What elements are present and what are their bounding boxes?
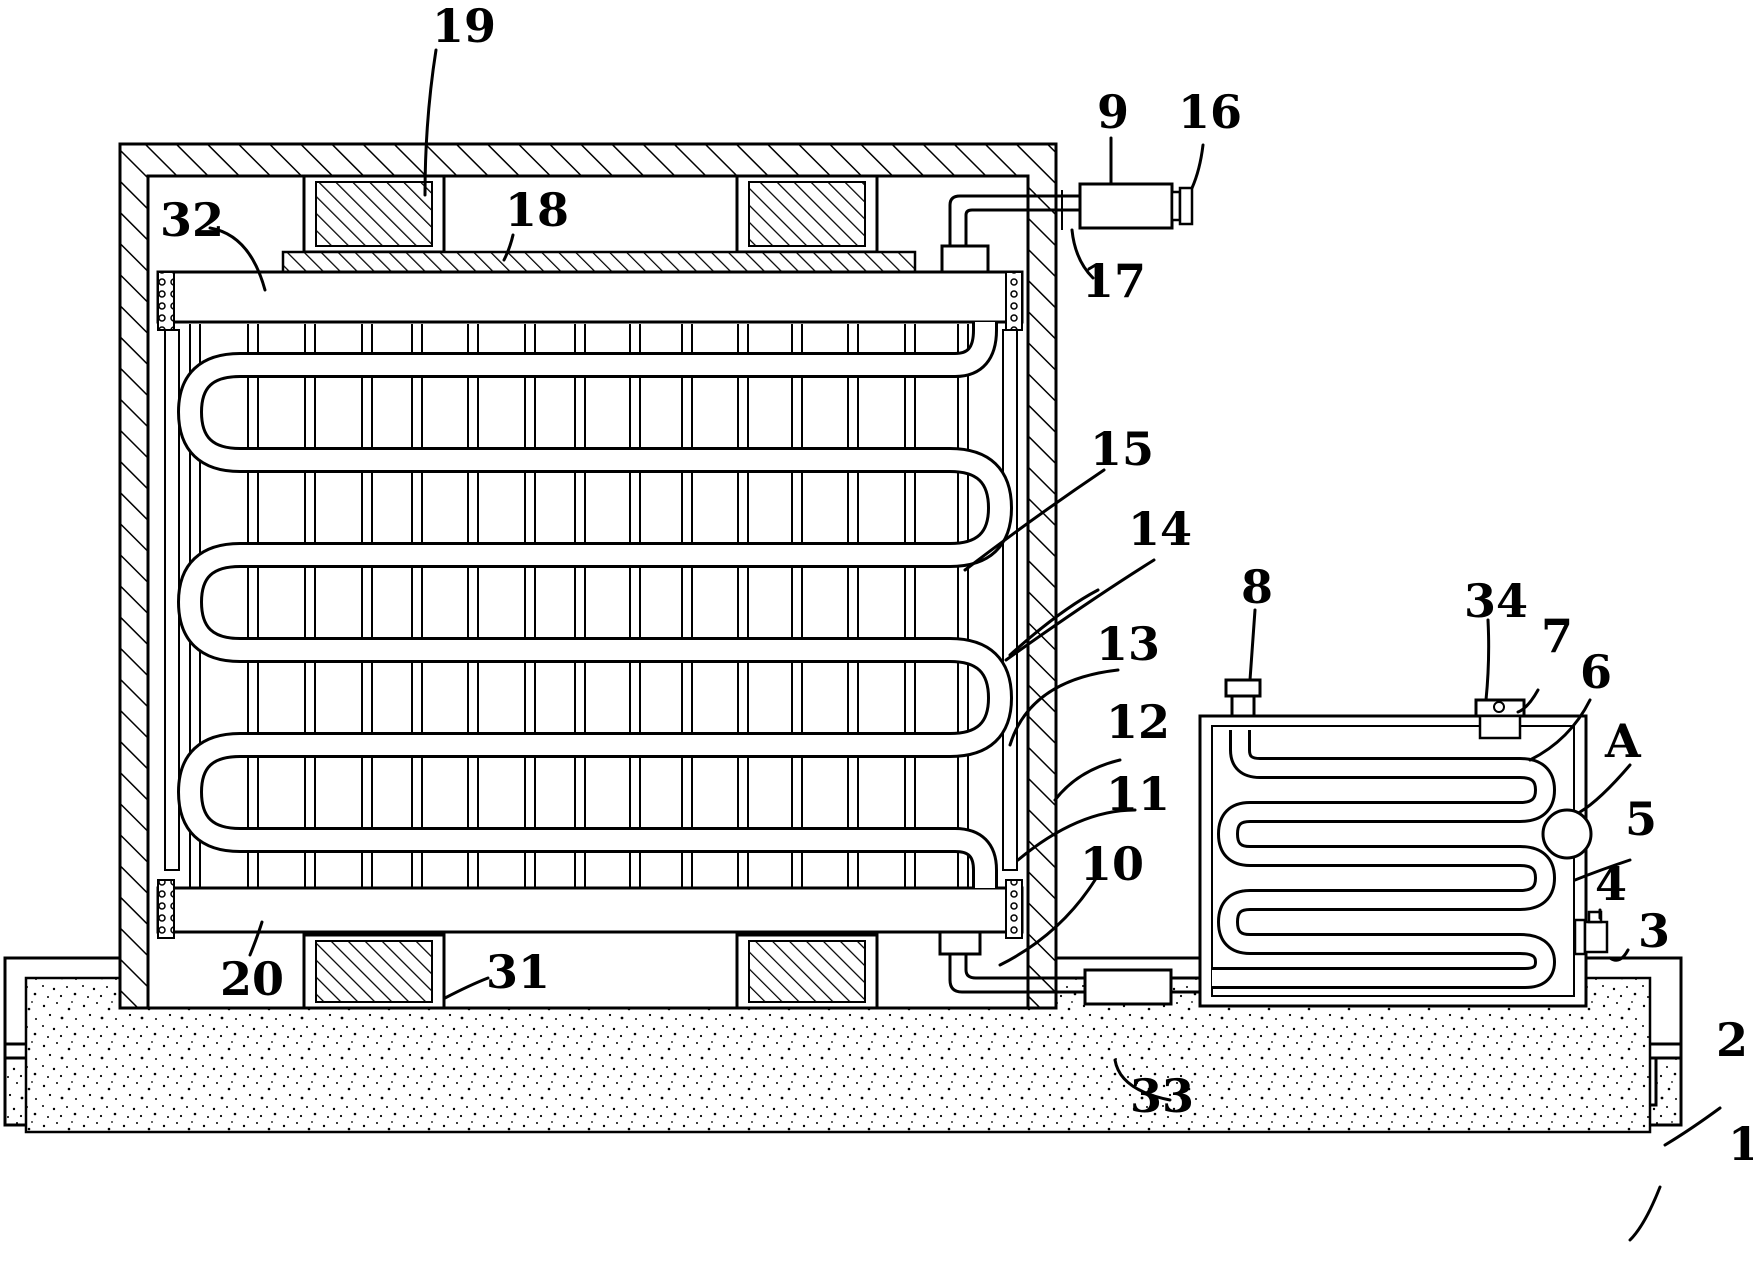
label-1: 1 — [1728, 1117, 1753, 1171]
label-7: 7 — [1541, 609, 1573, 663]
label-14: 14 — [1128, 502, 1192, 556]
label-9: 9 — [1097, 85, 1129, 139]
label-4: 4 — [1595, 857, 1627, 911]
label-17: 17 — [1082, 254, 1146, 308]
label-A: A — [1604, 714, 1642, 768]
label-15: 15 — [1090, 422, 1154, 476]
label-11: 11 — [1106, 767, 1170, 821]
label-3: 3 — [1638, 904, 1670, 958]
label-33: 33 — [1130, 1069, 1194, 1123]
label-18: 18 — [505, 183, 569, 237]
label-34: 34 — [1464, 574, 1528, 628]
label-10: 10 — [1080, 837, 1144, 891]
top-header-bar — [158, 272, 1022, 330]
water-tank — [1200, 680, 1607, 1006]
label-5: 5 — [1625, 792, 1657, 846]
label-8: 8 — [1241, 560, 1273, 614]
label-31: 31 — [486, 945, 550, 999]
label-20: 20 — [220, 952, 284, 1006]
label-2: 2 — [1716, 1013, 1748, 1067]
bottom-header-bar — [158, 880, 1022, 938]
label-13: 13 — [1096, 617, 1160, 671]
label-32: 32 — [160, 193, 224, 247]
label-12: 12 — [1106, 695, 1170, 749]
label-6: 6 — [1580, 645, 1612, 699]
label-16: 16 — [1178, 85, 1242, 139]
label-19: 19 — [432, 0, 496, 53]
